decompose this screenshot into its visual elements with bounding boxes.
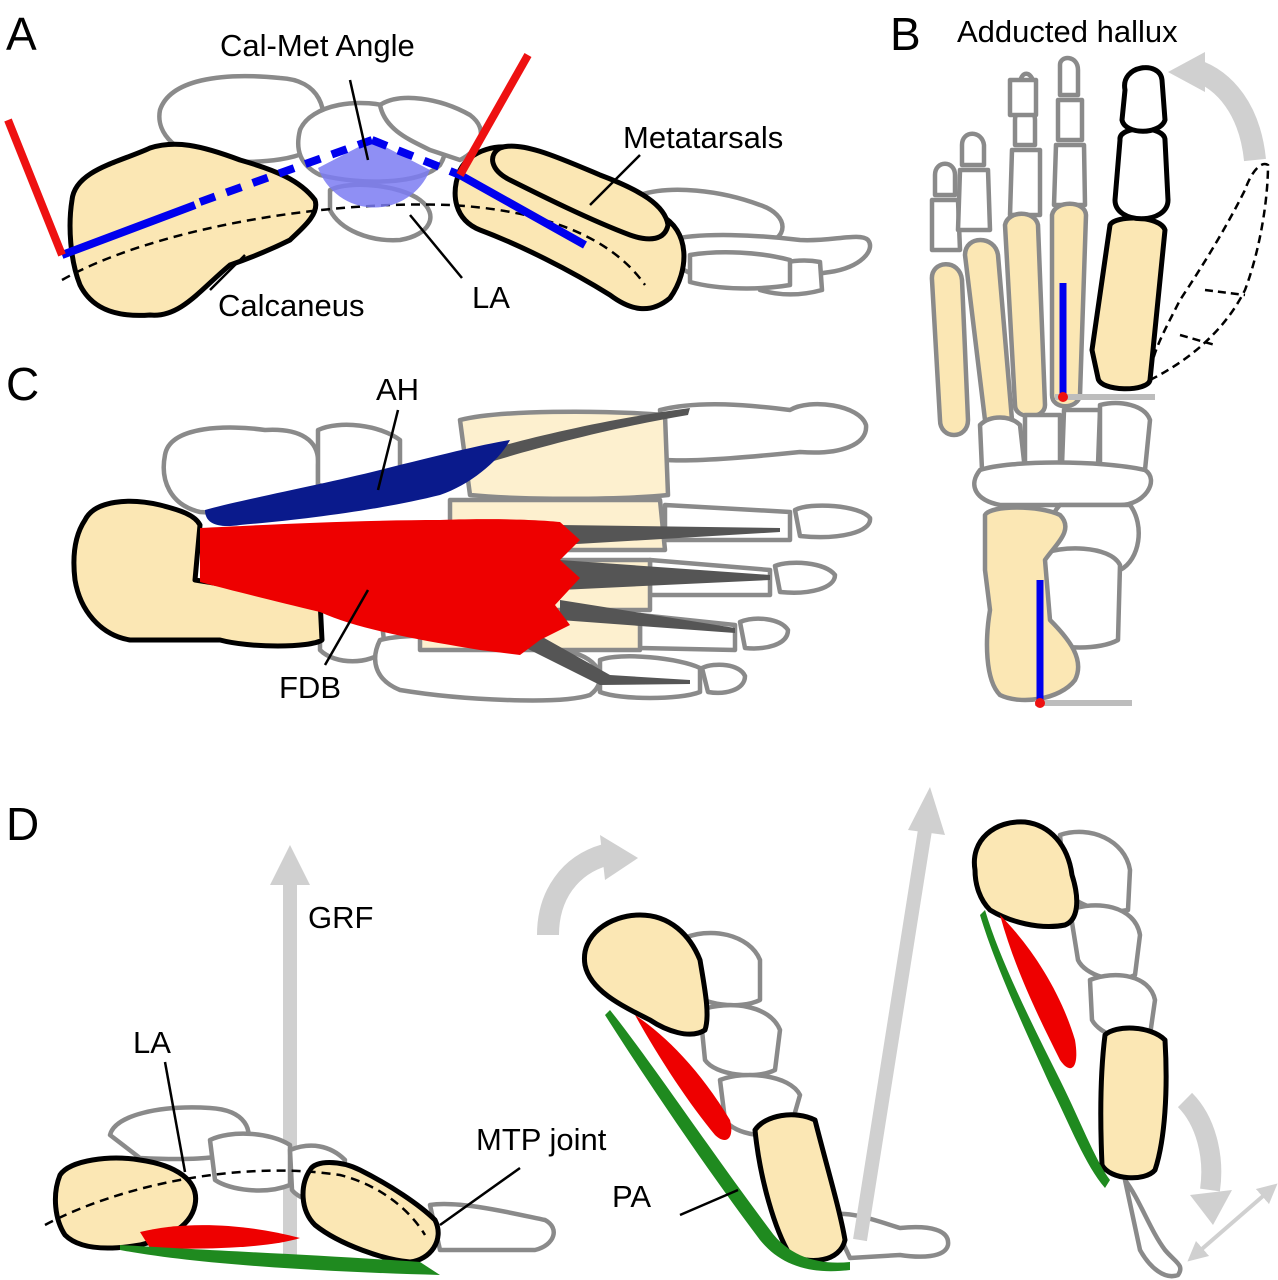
fdb-muscle (200, 519, 580, 655)
grf-label: GRF (308, 900, 373, 935)
panel-c: C AH FDB (6, 358, 873, 705)
hallux-metatarsal (1089, 215, 1168, 392)
panel-a: A Cal-Met Angle Metatarsals (4, 8, 873, 323)
fdb-label: FDB (279, 670, 341, 705)
abductor-hallucis-muscle (205, 440, 510, 527)
calcaneus-bone (67, 141, 319, 318)
mtp-joint-label: MTP joint (476, 1122, 607, 1157)
adducted-hallux-label: Adducted hallux (957, 14, 1178, 49)
calcaneus-bone-c (71, 498, 325, 649)
la-label-a: LA (472, 280, 510, 315)
panel-b: B Adducted hallux (890, 8, 1270, 708)
heel-rise-arrow (537, 844, 609, 936)
cal-met-angle-label: Cal-Met Angle (220, 28, 415, 63)
panel-d: D GRF LA MTP joint PA (6, 787, 1278, 1279)
pa-label: PA (612, 1179, 651, 1214)
calcaneus-label: Calcaneus (218, 288, 364, 323)
panel-letter-c: C (6, 358, 39, 410)
ah-label: AH (376, 372, 419, 407)
toe-flexion-arrow (1177, 1092, 1222, 1192)
panel-letter-a: A (6, 8, 37, 60)
la-label-d: LA (133, 1025, 171, 1060)
panel-letter-b: B (890, 8, 921, 60)
panel-letter-d: D (6, 798, 39, 850)
cal-met-angle-wedge (318, 140, 430, 208)
metatarsals-label: Metatarsals (623, 120, 783, 155)
